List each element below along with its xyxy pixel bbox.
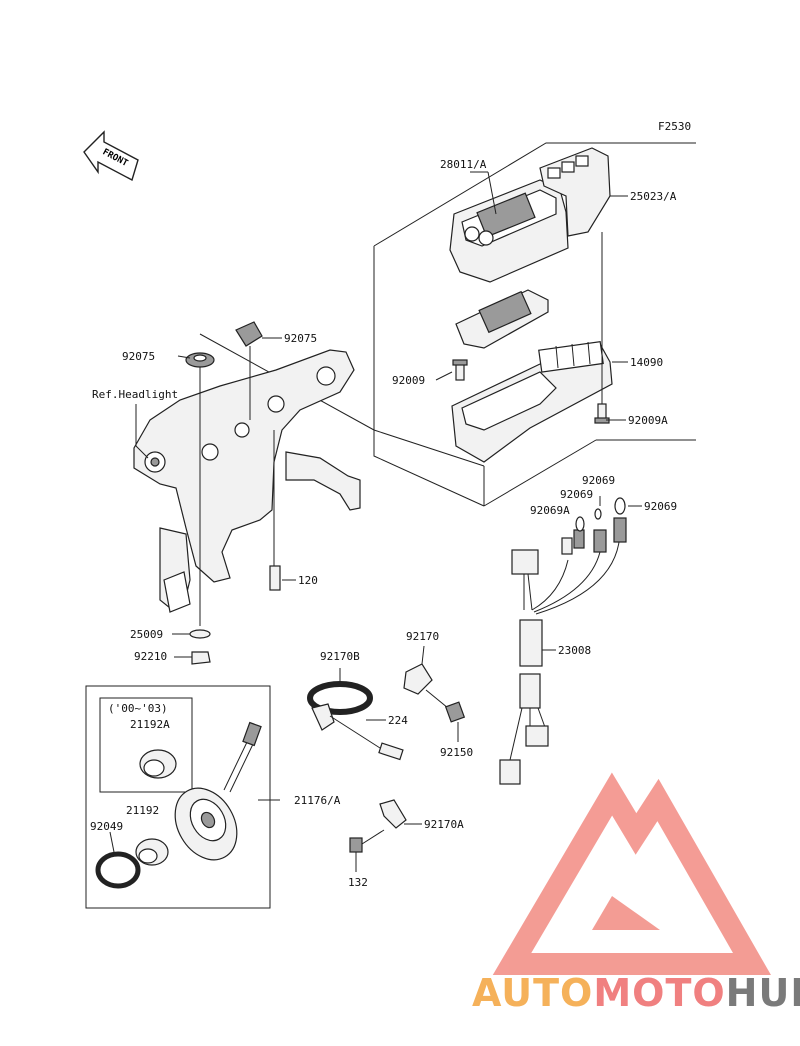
grommet-92075-left — [185, 352, 215, 626]
part-labels: 28011/A 25023/A 14090 92009 92009A 92075… — [90, 158, 677, 889]
bolt-92150 — [444, 701, 466, 742]
label-92170A: 92170A — [424, 818, 464, 831]
washer-25009 — [172, 629, 211, 639]
watermark-logo-icon — [492, 772, 771, 975]
indicator-cover — [539, 147, 611, 237]
label-132: 132 — [348, 876, 368, 889]
watermark-moto: MOTO — [593, 971, 725, 1015]
wiring-harness — [499, 529, 621, 785]
label-92069A: 92069A — [530, 504, 570, 517]
front-arrow-icon: FRONT — [83, 130, 139, 182]
label-92009: 92009 — [392, 374, 425, 387]
bracket-leaders — [135, 337, 282, 459]
bolt-132 — [349, 829, 385, 872]
key-cylinder-cover-21192A — [139, 749, 177, 779]
diagram-code: F2530 — [658, 120, 691, 133]
meter-assembly-frame — [199, 142, 696, 507]
label-21192A: 21192A — [130, 718, 170, 731]
label-23008: 23008 — [558, 644, 591, 657]
clamp-92170 — [403, 645, 449, 709]
label-year-range: ('00~'03) — [108, 702, 168, 715]
label-28011A: 28011/A — [440, 158, 487, 171]
label-92049: 92049 — [90, 820, 123, 833]
meter-leaders — [435, 171, 628, 421]
key-cylinder-cover-21192 — [135, 838, 169, 866]
screw-92009 — [452, 359, 468, 381]
label-25009: 25009 — [130, 628, 163, 641]
meter-lens — [455, 289, 549, 349]
label-21192: 21192 — [126, 804, 159, 817]
bolt-120 — [269, 430, 296, 591]
year-range-box — [99, 697, 193, 793]
ignition-switch — [174, 721, 280, 861]
meter-case — [451, 340, 613, 463]
label-92075-left: 92075 — [122, 350, 155, 363]
label-92069-top: 92069 — [582, 474, 615, 487]
label-14090: 14090 — [630, 356, 663, 369]
grommet-92075-right — [235, 321, 263, 420]
label-92069-right: 92069 — [644, 500, 677, 513]
meter-cover — [449, 179, 569, 283]
screw-92009A — [594, 232, 610, 424]
clamp-92170A — [379, 799, 422, 829]
label-120: 120 — [298, 574, 318, 587]
bulb-sockets — [561, 496, 642, 555]
label-92009A: 92009A — [628, 414, 668, 427]
label-92170: 92170 — [406, 630, 439, 643]
label-224: 224 — [388, 714, 408, 727]
label-ref-headlight: Ref.Headlight — [92, 388, 178, 401]
watermark-hub: HUB — [726, 971, 800, 1015]
watermark-text: AUTOMOTOHUB — [472, 971, 800, 1015]
label-92150: 92150 — [440, 746, 473, 759]
ignition-switch-box — [85, 685, 271, 909]
label-25023A: 25023/A — [630, 190, 677, 203]
label-92069-mid: 92069 — [560, 488, 593, 501]
meter-bracket — [133, 349, 361, 613]
watermark-auto: AUTO — [472, 971, 593, 1015]
cap-92049 — [95, 831, 141, 889]
clamp-92170B — [307, 668, 404, 761]
label-92075-right: 92075 — [284, 332, 317, 345]
label-92170B: 92170B — [320, 650, 360, 663]
label-92210: 92210 — [134, 650, 167, 663]
nut-92210 — [174, 651, 211, 665]
label-21176A: 21176/A — [294, 794, 341, 807]
